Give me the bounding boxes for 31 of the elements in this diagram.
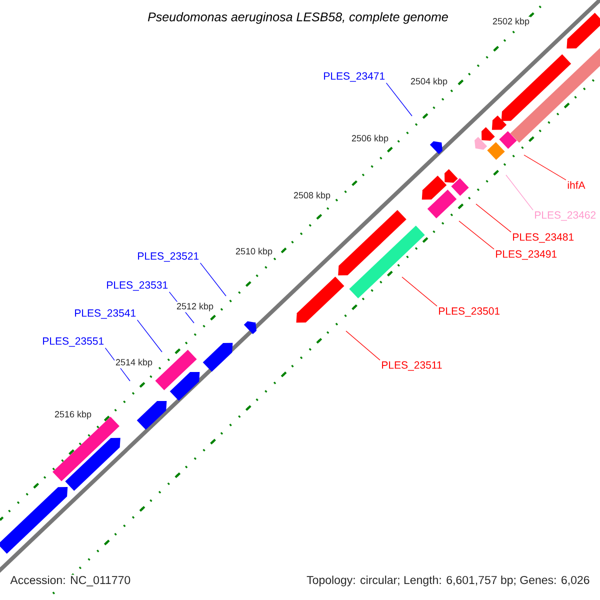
scale-label: 2508 kbp: [292, 190, 332, 202]
topology-text: Topology: circular; Length: 6,601,757 bp; Genes: 6,026: [306, 574, 591, 588]
gene-label: PLES_23501: [439, 307, 500, 317]
scale-label: 2502 kbp: [491, 16, 531, 28]
leader-line: [476, 204, 512, 232]
leader-line: [386, 82, 412, 116]
gene-label: PLES_23471: [324, 72, 385, 82]
scale-label: 2516 kbp: [53, 410, 93, 420]
scale-label: 2514 kbp: [114, 358, 154, 368]
gene-label: PLES_23462: [535, 211, 596, 221]
leader-line: [402, 276, 438, 306]
gene-label: PLES_23531: [107, 281, 168, 291]
gene-label: PLES_23521: [138, 252, 199, 262]
leader-line: [524, 154, 566, 180]
leader-line: [136, 320, 162, 352]
scale-label: 2506 kbp: [350, 134, 390, 144]
gene-label: PLES_23541: [75, 309, 136, 319]
gene-label: PLES_23551: [43, 337, 104, 347]
gene-label: PLES_23491: [496, 250, 557, 260]
scale-label: 2510 kbp: [234, 246, 274, 258]
scale-label: 2512 kbp: [175, 302, 215, 312]
leader-line: [200, 262, 226, 296]
title: Pseudomonas aeruginosa LESB58, complete genome: [148, 12, 448, 24]
leader-line: [458, 220, 494, 250]
accession-text: Accession: NC_011770: [9, 574, 132, 588]
gene-label: PLES_23481: [513, 233, 574, 243]
leader-line: [506, 174, 534, 210]
scale-label: 2504 kbp: [410, 76, 449, 88]
leader-line: [346, 330, 380, 360]
gene-label: ihfA: [568, 181, 586, 189]
gene-label: PLES_23511: [382, 361, 442, 371]
